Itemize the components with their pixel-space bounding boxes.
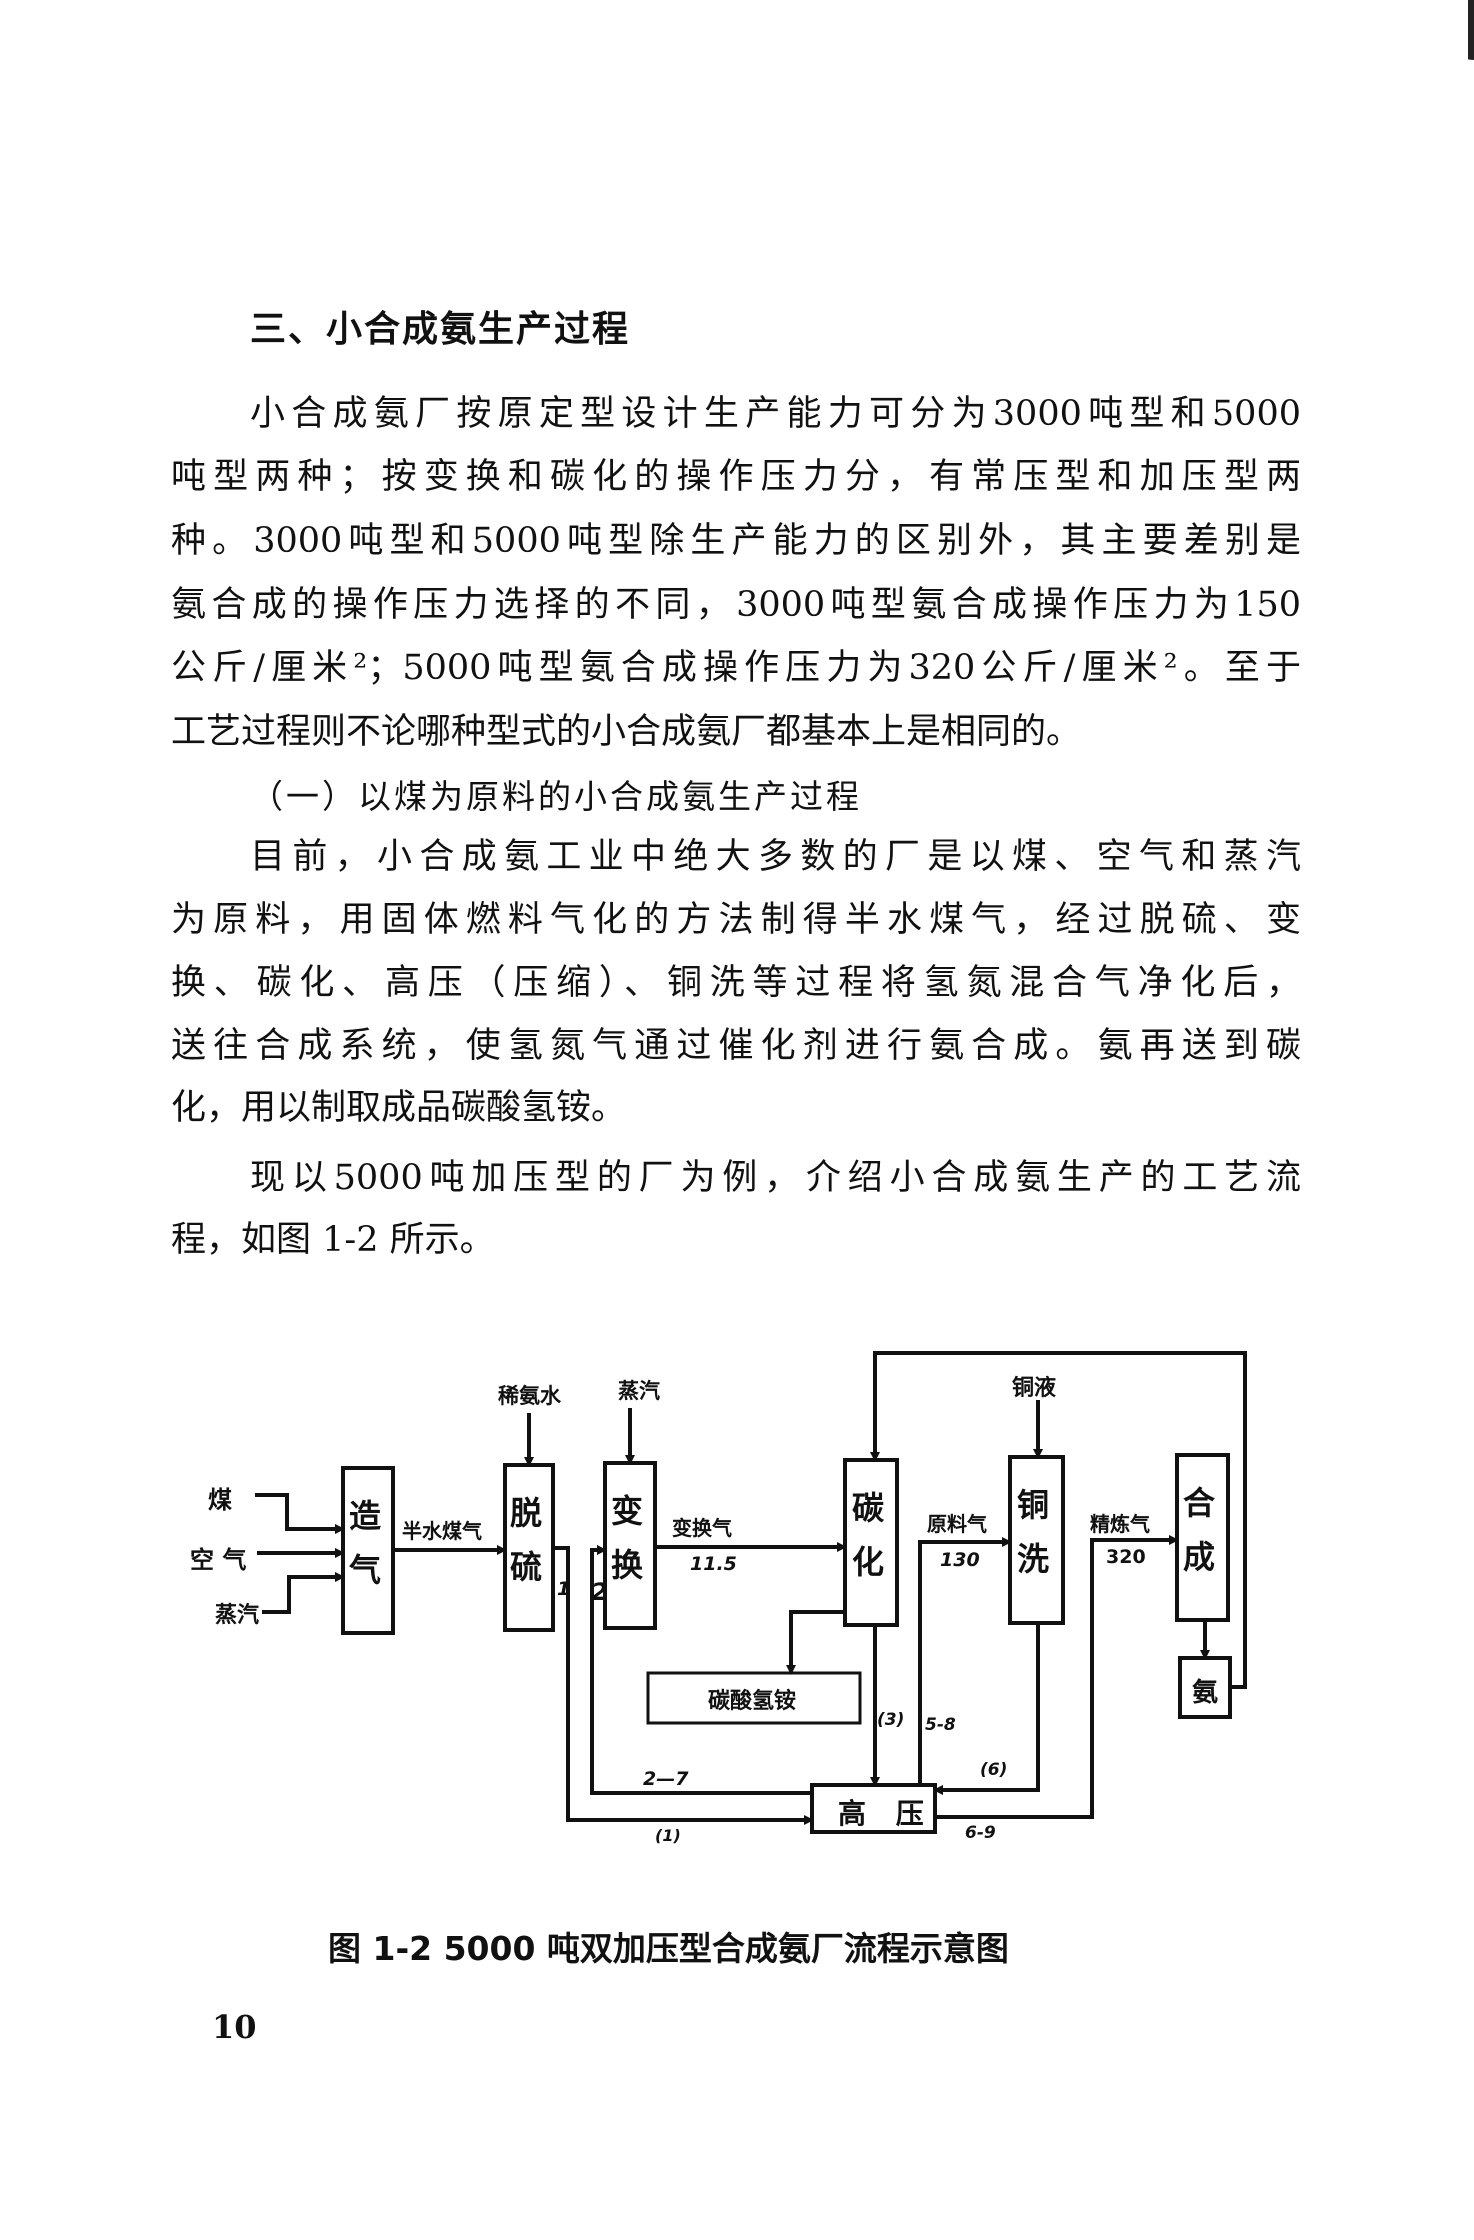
label-copper-liquor: 铜液 [1012,1376,1057,1401]
label-ammonia: 氨 [1192,1678,1219,1708]
label-compressor: 高 压 [838,1797,934,1830]
label-refined-pressure: 320 [1106,1546,1146,1568]
label-stage-2: 2 [591,1578,608,1606]
text-line: 目前，小合成氨工业中绝大多数的厂是以煤、空气和蒸汽 [250,837,1301,877]
label-carbonation: 碳化 [847,1491,885,1599]
text-line: 氨合成的操作压力选择的不同，3000吨型氨合成操作压力为150 [171,585,1301,625]
label-stage-p6: (6) [980,1760,1008,1780]
label-shift-gas: 变换气 [672,1516,732,1540]
label-stage-2-7: 2—7 [643,1768,689,1790]
text-line: 吨型两种；按变换和碳化的操作压力分，有常压型和加压型两 [171,457,1301,497]
label-refined-gas: 精炼气 [1090,1512,1150,1536]
flow-to-product [786,1610,845,1675]
text-line: 送往合成系统，使氢氮气通过催化剂进行氨合成。氨再送到碳 [171,1026,1301,1066]
text-line: 为原料，用固体燃料气化的方法制得半水煤气，经过脱硫、变 [171,900,1301,940]
label-desulfurization: 脱硫 [505,1496,543,1604]
label-feed-pressure: 130 [940,1549,980,1571]
label-steam-shift: 蒸汽 [618,1379,660,1403]
figure-caption: 图 1-2 5000 吨双加压型合成氨厂流程示意图 [328,1929,1009,1968]
text-line: 换、碳化、高压（压缩）、铜洗等过程将氢氮混合气净化后， [171,963,1301,1003]
scan-edge-artifact [1438,0,1474,60]
label-steam: 蒸汽 [215,1603,260,1628]
label-stage-p3: (3) [877,1710,905,1730]
page-number: 10 [212,2008,257,2046]
flow-2-7 [590,1545,812,1795]
flow-recycle [870,1351,1247,1689]
label-synthesis: 合成 [1178,1486,1216,1594]
flow-5-8 [918,1537,1012,1785]
label-stage-1: 1 [557,1578,571,1600]
label-coal: 煤 [208,1486,232,1514]
flow-6-9 [935,1535,1179,1819]
flow-1 [553,1546,814,1825]
label-gasification: 造气 [344,1499,382,1607]
text-line: 化，用以制取成品碳酸氢铵。 [171,1088,627,1128]
label-feed-gas: 原料气 [927,1512,987,1536]
text-line: 公斤/厘米²；5000吨型氨合成操作压力为320公斤/厘米²。至于 [171,648,1301,688]
text-line: 现以5000吨加压型的厂为例，介绍小合成氨生产的工艺流 [250,1158,1301,1198]
flow-coal [255,1493,345,1534]
label-air: 空 气 [190,1546,247,1574]
label-stage-5-8: 5-8 [925,1715,956,1735]
label-semi-water-gas: 半水煤气 [402,1519,482,1543]
section-title: 三、小合成氨生产过程 [250,309,631,350]
flow-6 [933,1623,1040,1795]
label-dilute-ammonia: 稀氨水 [498,1384,561,1408]
label-stage-6-9: 6-9 [965,1823,996,1843]
text-line: 小合成氨厂按原定型设计生产能力可分为3000吨型和5000 [250,394,1301,434]
text-line: 程，如图 1-2 所示。 [171,1220,495,1260]
label-product: 碳酸氢铵 [708,1689,797,1714]
box-product [646,1671,862,1725]
subsection-title: （一）以煤为原料的小合成氨生产过程 [250,777,862,816]
text-line: 种。3000吨型和5000吨型除生产能力的区别外，其主要差别是 [171,521,1301,561]
flow-steam [262,1572,345,1614]
label-copper-wash: 铜洗 [1012,1488,1050,1596]
text-line: 工艺过程则不论哪种型式的小合成氨厂都基本上是相同的。 [171,712,1082,752]
label-shift: 变换 [606,1494,644,1602]
label-shift-pressure: 11.5 [690,1553,737,1575]
label-stage-p1: (1) [655,1826,681,1845]
